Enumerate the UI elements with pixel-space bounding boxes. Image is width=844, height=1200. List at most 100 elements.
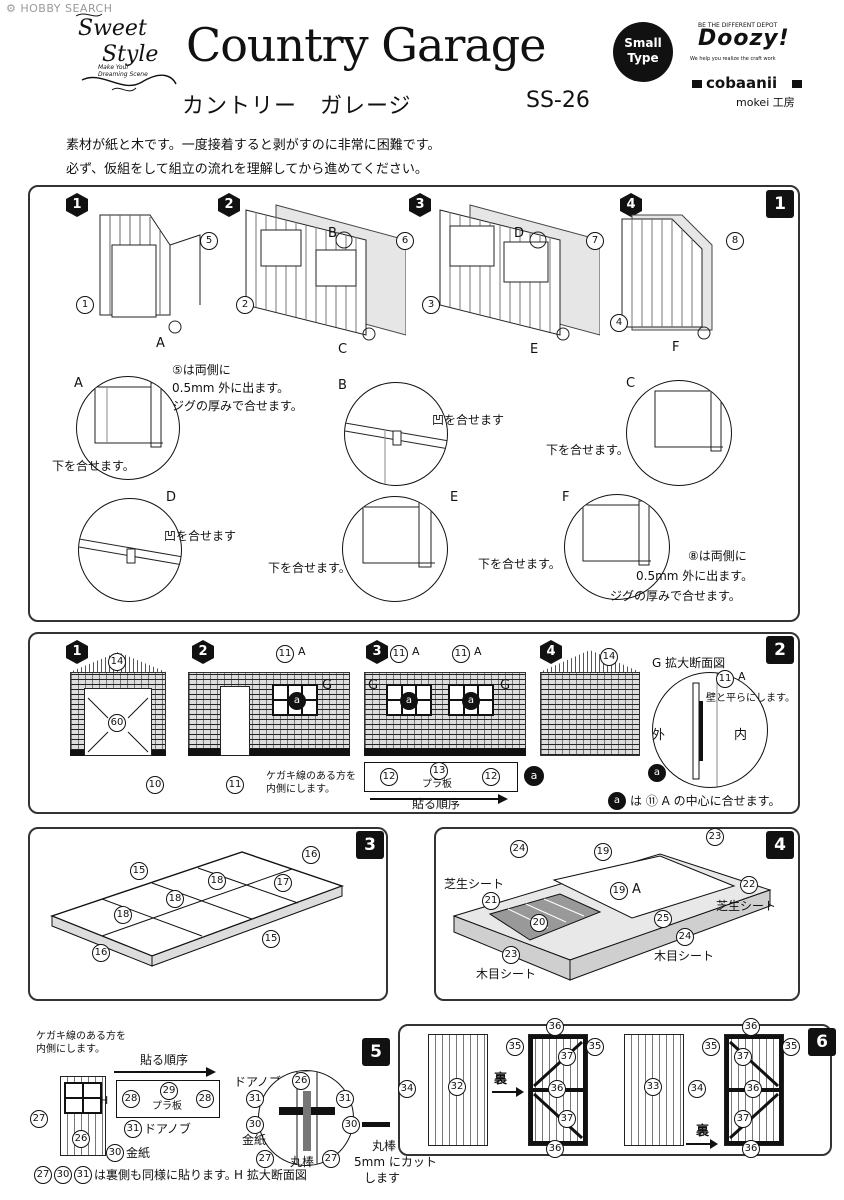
part-3-label: 3 xyxy=(422,296,440,314)
door-window xyxy=(64,1082,102,1114)
part-a-label: a xyxy=(400,692,418,710)
section-number: 2 xyxy=(766,636,794,664)
detail-D-label: D xyxy=(166,490,177,505)
part-37-label: 37 xyxy=(558,1048,576,1066)
part-11-label: 11 xyxy=(716,670,734,688)
rod-note-line-1: 丸棒 xyxy=(372,1139,397,1153)
part-34-label: 34 xyxy=(688,1080,706,1098)
part-6-label: 6 xyxy=(396,232,414,250)
sweet-style-logo: Sweet Style Make Your Dreaming Scene xyxy=(72,10,182,96)
base-sheet-drawing xyxy=(452,853,772,981)
back-side-label: 裏 xyxy=(696,1124,710,1139)
note-E: 下を合せます。 xyxy=(268,561,351,575)
step-4-icon: 4 xyxy=(620,193,642,217)
section-number: 5 xyxy=(362,1038,390,1066)
part-36-label: 36 xyxy=(546,1140,564,1158)
detail-C-zoom xyxy=(626,380,732,486)
note-D: 凹を合せます xyxy=(164,529,237,543)
back-side-label: 裏 xyxy=(494,1072,508,1087)
part-17-label: 17 xyxy=(274,874,292,892)
part-35-label: 35 xyxy=(782,1038,800,1056)
grass-sheet-label: 芝生シート xyxy=(444,877,505,891)
g-section-title: G 拡大断面図 xyxy=(652,656,726,670)
note-part-8-line-1: ⑧は両側に xyxy=(688,549,747,563)
rod-note-line-3: します xyxy=(364,1171,401,1185)
step-2-wall-drawing xyxy=(245,204,406,341)
part-a-label: a xyxy=(608,792,626,810)
part-23-label: 23 xyxy=(502,946,520,964)
rod-piece xyxy=(362,1122,390,1127)
part-15-label: 15 xyxy=(130,862,148,880)
part-31-label: 31 xyxy=(336,1090,354,1108)
kegaki-note-line-2: 内側にします。 xyxy=(36,1044,105,1055)
part-1-label: 1 xyxy=(76,296,94,314)
part-11-suffix: A xyxy=(412,645,420,658)
part-26-label: 26 xyxy=(292,1072,310,1090)
part-31-label: 31 xyxy=(124,1120,142,1138)
step-3-icon: 3 xyxy=(366,640,388,664)
gold-paper-label: 金紙 xyxy=(126,1146,151,1160)
callout-F: F xyxy=(672,340,680,355)
part-37-label: 37 xyxy=(558,1110,576,1128)
note-part-5-line-2: 0.5mm 外に出ます。 xyxy=(172,381,290,395)
side-door-opening xyxy=(220,686,250,756)
part-19a-label: 19 xyxy=(610,882,628,900)
h-section-title: H 拡大断面図 xyxy=(234,1168,307,1182)
note-A: 下を合せます。 xyxy=(52,459,135,473)
title-english: Country Garage xyxy=(186,18,546,72)
part-28-label: 28 xyxy=(196,1090,214,1108)
flip-arrow xyxy=(492,1087,524,1097)
part-10-label: 10 xyxy=(146,776,164,794)
part-19-label: 19 xyxy=(594,843,612,861)
part-30-label: 30 xyxy=(246,1116,264,1134)
part-35-label: 35 xyxy=(506,1038,524,1056)
part-36-label: 36 xyxy=(548,1080,566,1098)
step-2-icon: 2 xyxy=(192,640,214,664)
note-part-8-line-3: ジグの厚みで合せます。 xyxy=(610,589,741,603)
doozy-logo: BE THE DIFFERENT DEPOT Doozy! We help yo… xyxy=(690,22,840,70)
part-14-label: 14 xyxy=(108,653,126,671)
section-number: 1 xyxy=(766,190,794,218)
part-a-label: a xyxy=(524,766,544,786)
part-35-label: 35 xyxy=(586,1038,604,1056)
gold-paper-label: 金紙 xyxy=(242,1133,267,1147)
part-36-label: 36 xyxy=(742,1018,760,1036)
part-13-label: 13 xyxy=(430,762,448,780)
part-11-label: 11 xyxy=(390,645,408,663)
part-27-label: 27 xyxy=(34,1166,52,1184)
part-36-label: 36 xyxy=(744,1080,762,1098)
door-knob-label: ドアノブ xyxy=(144,1122,191,1136)
part-16-label: 16 xyxy=(92,944,110,962)
part-28-label: 28 xyxy=(122,1090,140,1108)
part-31-label: 31 xyxy=(246,1090,264,1108)
part-11-label: 11 xyxy=(452,645,470,663)
callout-C: C xyxy=(338,342,348,357)
rod-note-line-2: 5mm にカット xyxy=(354,1155,437,1169)
part-11-label: 11 xyxy=(276,645,294,663)
apply-order: 貼る順序 xyxy=(412,797,461,811)
callout-E: E xyxy=(530,342,539,357)
detail-E-zoom xyxy=(342,496,448,602)
part-31-label: 31 xyxy=(74,1166,92,1184)
g-section-zoom xyxy=(652,672,768,788)
note-B: 凹を合せます xyxy=(432,413,505,427)
part-a-label: a xyxy=(462,692,480,710)
small-type-badge: Small Type xyxy=(613,22,673,82)
wood-sheet-label: 木目シート xyxy=(476,967,537,981)
part-27-label: 27 xyxy=(30,1110,48,1128)
kegaki-note-line-1: ケガキ線のある方を xyxy=(36,1031,126,1042)
base-strip xyxy=(152,750,166,756)
callout-D: D xyxy=(514,226,525,241)
detail-D-zoom xyxy=(78,498,182,602)
doozy-name: Doozy! xyxy=(698,26,790,51)
apply-order: 貼る順序 xyxy=(140,1053,189,1067)
part-12-label: 12 xyxy=(482,768,500,786)
logo-style: Style xyxy=(102,42,159,67)
callout-G: G xyxy=(322,678,333,693)
badge-line-2: Type xyxy=(627,51,659,65)
part-33-label: 33 xyxy=(644,1078,662,1096)
part-29-label: 29 xyxy=(160,1082,178,1100)
part-11-suffix: A xyxy=(474,645,482,658)
part-36-label: 36 xyxy=(546,1018,564,1036)
part-8-label: 8 xyxy=(726,232,744,250)
